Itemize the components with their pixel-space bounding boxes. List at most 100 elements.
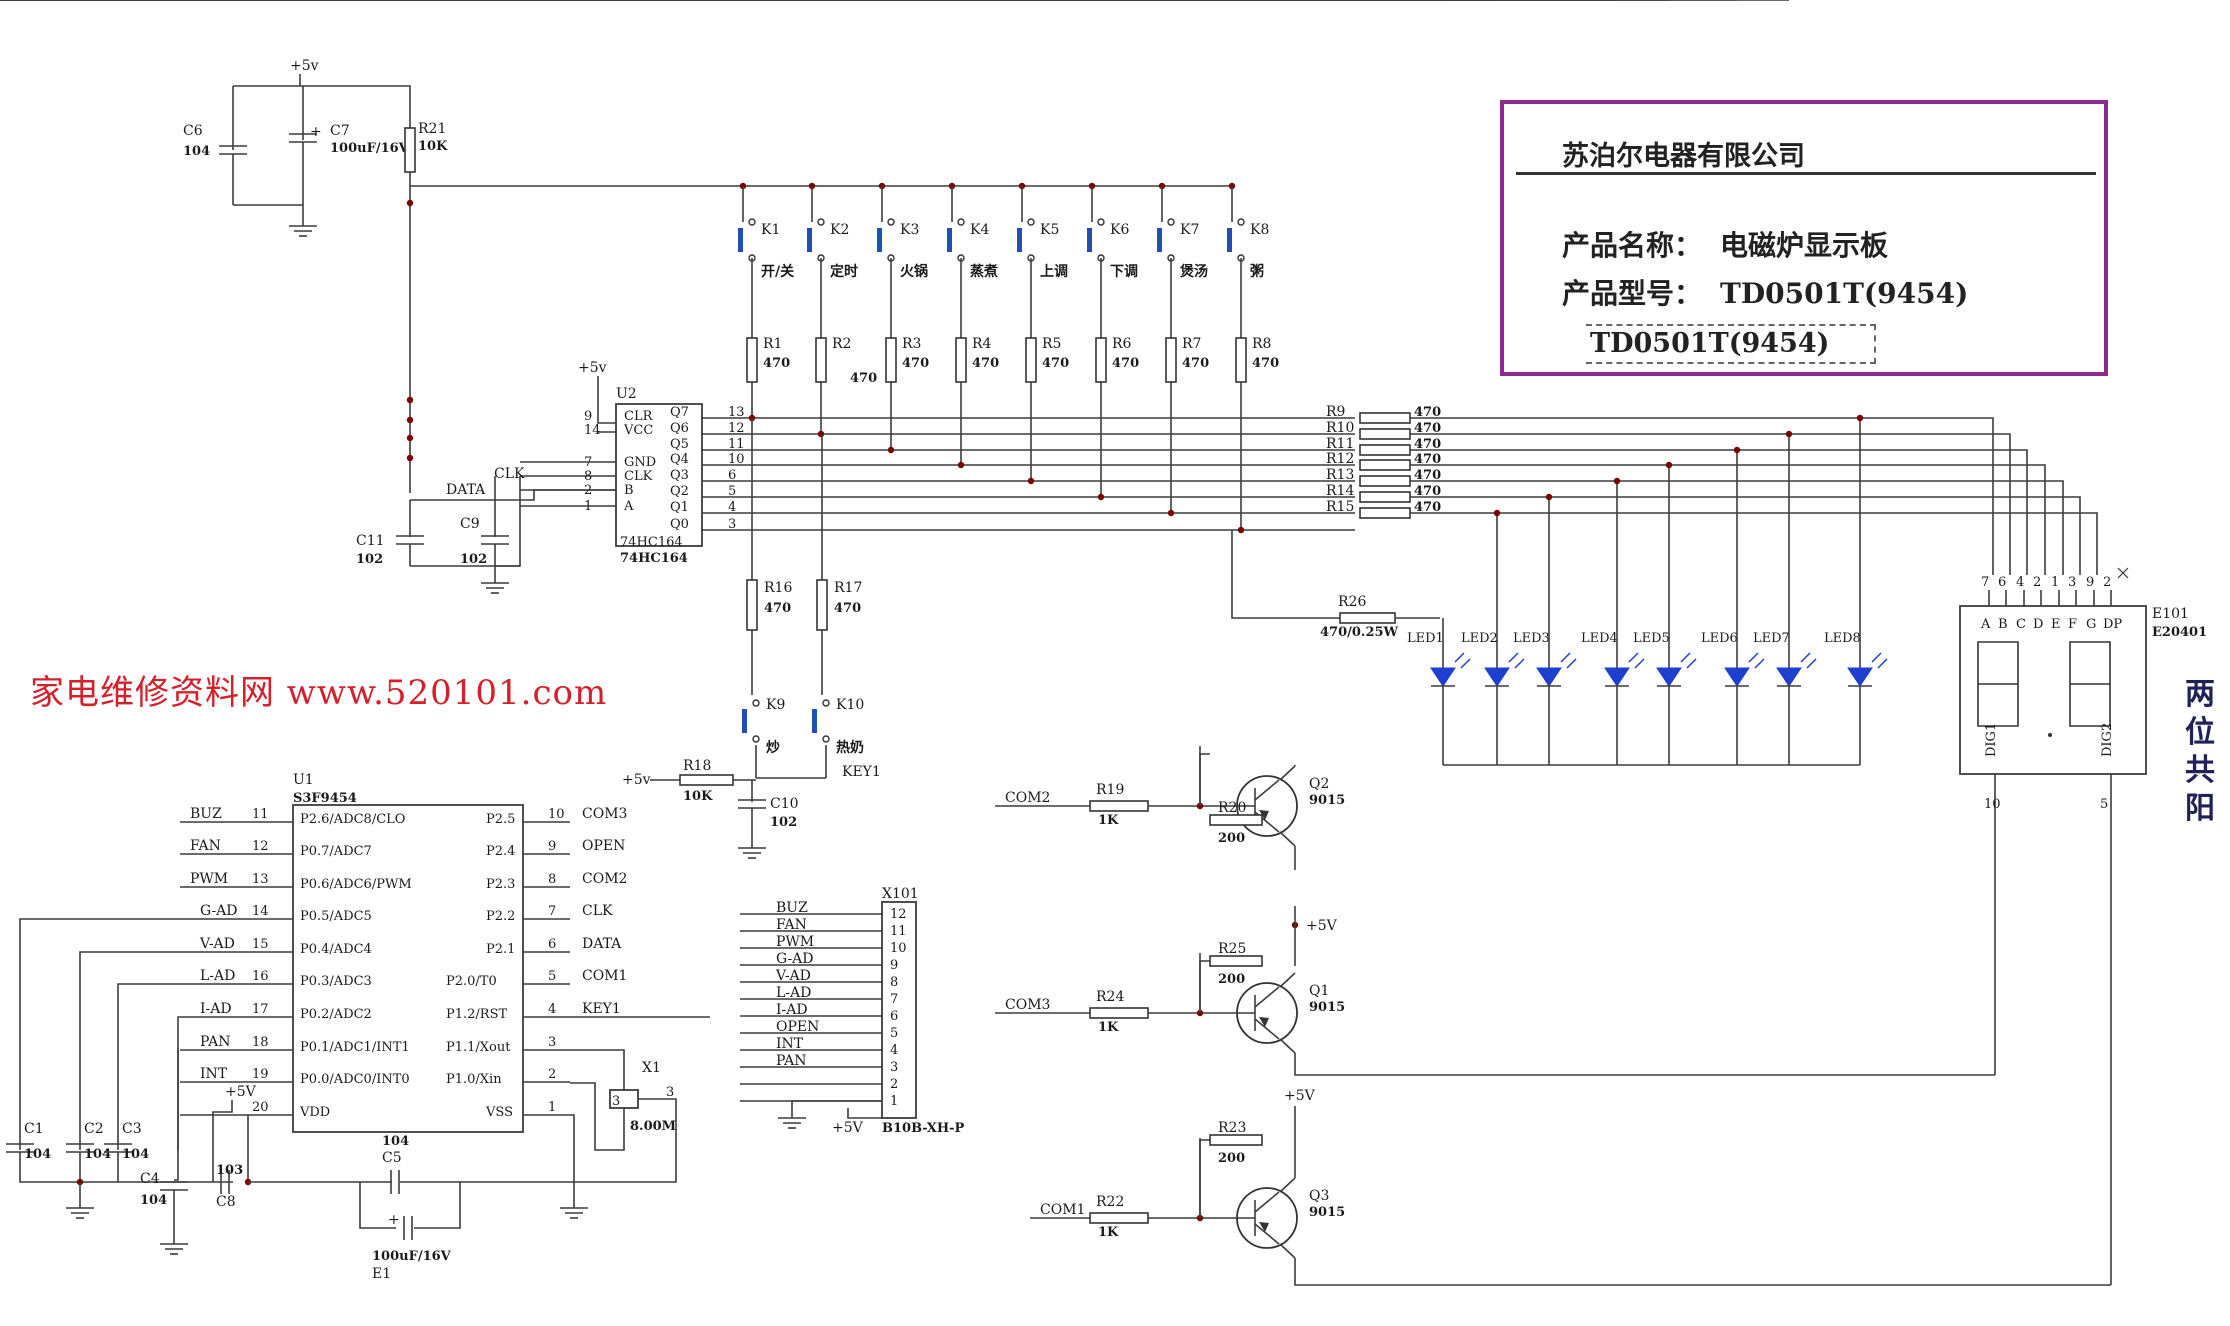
- emitter-lead: [1279, 1038, 1296, 1054]
- junction-dot: [406, 199, 414, 207]
- u1-left-num: 18: [252, 1035, 269, 1050]
- product-name: 电磁炉显示板: [1720, 229, 1889, 262]
- led-ref: LED6: [1701, 631, 1738, 646]
- collector-lead: [1279, 972, 1296, 988]
- switch-contact: [822, 735, 830, 743]
- switch-contact: [822, 699, 830, 707]
- u2-pin-num: 14: [584, 423, 601, 438]
- key-switch: [738, 228, 743, 252]
- title-divider: [1516, 172, 2096, 175]
- segment-wire: [1410, 496, 2081, 575]
- u1-left-num: 15: [252, 937, 269, 952]
- led-ref: LED1: [1407, 631, 1444, 646]
- segment-resistor-ref: R15: [1326, 499, 1354, 515]
- u2-q-name: Q5: [670, 437, 689, 452]
- segment-resistor-ref: R12: [1326, 451, 1354, 467]
- u1-right-num: 3: [548, 1035, 556, 1050]
- x101-pin-num: 6: [890, 1009, 898, 1024]
- base-resistor-ref: R19: [1096, 782, 1124, 798]
- c7-polarity: +: [310, 124, 322, 140]
- crystal-pin3: 3: [666, 1085, 674, 1100]
- q3-vcc: +5V: [1284, 1088, 1316, 1104]
- x101-pin-net: BUZ: [776, 900, 808, 916]
- x101-ref: X101: [882, 886, 919, 902]
- lower-key-switch: [742, 709, 747, 733]
- digit-2-segments: [2069, 641, 2111, 727]
- u1-right-pin: P2.4: [486, 844, 515, 859]
- junction-dot: [1493, 509, 1501, 517]
- vcc5-net: +5V: [1306, 918, 1338, 934]
- junction-dot: [1237, 526, 1245, 534]
- junction-dot: [957, 461, 965, 469]
- lower-key-resistor: [746, 579, 758, 631]
- analog-net-wire: [117, 983, 180, 1150]
- junction-dot: [1027, 477, 1035, 485]
- u1-ref: U1: [293, 772, 314, 788]
- segment-resistor-ref: R14: [1326, 483, 1354, 499]
- transistor-emitter: [1254, 1018, 1280, 1040]
- led-rays: [1800, 652, 1817, 669]
- key-resistor-ref: R2: [832, 336, 851, 352]
- segment-resistor: [1359, 507, 1411, 519]
- junction-dot: [1785, 430, 1793, 438]
- key-resistor: [815, 337, 827, 383]
- transistor-part: 9015: [1309, 793, 1345, 808]
- filter-cap-ref: C3: [122, 1121, 142, 1137]
- x101-vcc: +5V: [832, 1120, 864, 1136]
- switch-contact: [1237, 218, 1245, 226]
- e1-value: 100uF/16V: [372, 1249, 452, 1264]
- lower-key-resistor-ref: R16: [764, 580, 792, 596]
- display-type-label: 两 位 共 阳: [2180, 676, 2220, 828]
- c9-value: 102: [460, 552, 487, 567]
- transistor-collector: [1254, 779, 1280, 801]
- filter-cap-ref: C2: [84, 1121, 104, 1137]
- r21-resistor: [404, 127, 416, 173]
- u1-right-num: 10: [548, 807, 565, 822]
- u1-right-pin: P2.0/T0: [446, 974, 497, 989]
- side-char: 阳: [2185, 791, 2215, 826]
- led-symbol: [1604, 667, 1630, 687]
- c5-ref: C5: [382, 1150, 402, 1166]
- u1-right-pin: P1.2/RST: [446, 1007, 507, 1022]
- u2-q-num: 13: [728, 405, 745, 420]
- u2-pin-num: 9: [584, 409, 592, 424]
- x101-pin-num: 9: [890, 958, 898, 973]
- u2-q-num: 6: [728, 468, 736, 483]
- u2-q-num: 4: [728, 500, 736, 515]
- x101-pin-net: OPEN: [776, 1019, 819, 1035]
- led-symbol: [1430, 667, 1456, 687]
- led-ref: LED3: [1513, 631, 1550, 646]
- display-seg-name: F: [2068, 617, 2077, 632]
- base-resistor-value: 1K: [1098, 1225, 1119, 1240]
- junction-dot: [406, 434, 414, 442]
- u2-q-name: Q6: [670, 421, 689, 436]
- junction-dot: [1665, 461, 1673, 469]
- u1-left-num: 19: [252, 1067, 269, 1082]
- junction-dot: [1097, 493, 1105, 501]
- u1-right-num: 8: [548, 872, 556, 887]
- switch-contact: [957, 218, 965, 226]
- u1-right-net: CLK: [582, 903, 613, 919]
- base-resistor-ref: R24: [1096, 989, 1124, 1005]
- c10-ref: C10: [770, 796, 799, 812]
- r21-value: 10K: [418, 139, 448, 154]
- key-resistor: [746, 337, 758, 383]
- filter-cap-value: 104: [122, 1147, 149, 1162]
- pullup-ref: R23: [1218, 1120, 1246, 1136]
- u1-left-pin: P0.3/ADC3: [300, 974, 372, 989]
- u1-left-num: 17: [252, 1002, 269, 1017]
- segment-resistor-value: 470: [1414, 405, 1441, 420]
- u1-left-pin: P0.7/ADC7: [300, 844, 372, 859]
- u1-left-net: V-AD: [199, 936, 235, 952]
- model-dashed-box: [1586, 324, 1876, 364]
- key-ref: K8: [1250, 222, 1269, 238]
- emitter-lead: [1279, 831, 1296, 847]
- segment-resistor: [1359, 444, 1411, 456]
- u1-left-pin: P0.1/ADC1/INT1: [300, 1040, 410, 1055]
- c5-value: 104: [382, 1134, 409, 1149]
- r21-ref: R21: [418, 121, 446, 137]
- switch-contact: [1097, 218, 1105, 226]
- transistor-net: COM2: [1005, 790, 1050, 806]
- u1-right-pin: P2.2: [486, 909, 515, 924]
- display-seg-name: E: [2051, 617, 2061, 632]
